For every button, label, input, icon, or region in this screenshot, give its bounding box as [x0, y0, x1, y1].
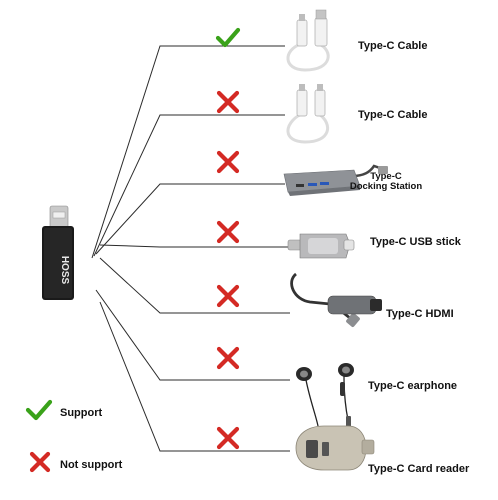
- docking-station-icon: [283, 164, 388, 196]
- card-reader-icon: [295, 425, 375, 471]
- line-2: [93, 114, 285, 257]
- cross-icon: [216, 90, 240, 114]
- legend-cross-icon: [29, 451, 51, 473]
- adapter-brand-text: HOSS: [59, 256, 70, 285]
- device-label: Type-C Cable: [358, 109, 428, 121]
- line-6: [95, 289, 290, 381]
- device-label: Type-C Cable: [358, 40, 428, 52]
- usb-c-to-c-cable-icon: [286, 84, 330, 144]
- line-1: [91, 45, 285, 259]
- hdmi-adapter-icon: [290, 272, 382, 327]
- earphone-icon: [296, 363, 354, 428]
- device-label: Type-C USB stick: [370, 236, 461, 248]
- cross-icon: [216, 346, 240, 370]
- usb-stick-icon: [287, 233, 355, 259]
- cross-icon: [216, 426, 240, 450]
- legend-not-support-label: Not support: [60, 459, 123, 471]
- device-label: Type-C Card reader: [368, 463, 470, 475]
- device-label: Type-C earphone: [368, 380, 458, 392]
- line-5: [99, 257, 290, 314]
- check-icon: [215, 27, 241, 48]
- connector-lines-group: [91, 45, 290, 452]
- legend-check-icon: [25, 399, 53, 421]
- line-3: [95, 183, 285, 255]
- device-label-line1: Type-C: [370, 171, 402, 182]
- cross-icon: [216, 284, 240, 308]
- device-label-line2: Docking Station: [349, 181, 423, 193]
- cross-icon: [216, 150, 240, 174]
- line-7: [99, 301, 290, 452]
- status-marks: [215, 27, 241, 450]
- device-label: Type-C HDMI: [386, 308, 454, 320]
- legend-support-label: Support: [60, 407, 103, 419]
- line-4: [99, 244, 290, 248]
- cross-icon: [216, 220, 240, 244]
- usb-a-to-c-cable-icon: [286, 9, 330, 72]
- hoss-adapter: HOSS: [42, 205, 74, 300]
